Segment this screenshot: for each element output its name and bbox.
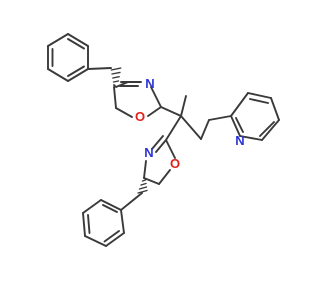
lower-phenyl-ring <box>82 199 125 247</box>
upper-oxygen-label: O <box>135 109 145 124</box>
upper-oxazoline-ring <box>113 81 162 118</box>
pyridine-nitrogen-label: N <box>235 133 244 148</box>
molecule-structure: N O N O N <box>47 33 280 247</box>
upper-benzyl-bond <box>87 67 112 70</box>
structure-canvas: N O N O N <box>47 33 280 247</box>
upper-hashed-bond <box>110 67 122 83</box>
upper-phenyl-ring <box>47 33 89 82</box>
upper-nitrogen-label: N <box>145 76 154 91</box>
lower-nitrogen-label: N <box>144 145 153 160</box>
lower-hashed-bond <box>137 179 148 194</box>
lower-oxazoline-ring <box>143 135 176 185</box>
pyridine-ring <box>200 92 280 141</box>
lower-benzyl-bond <box>120 192 143 211</box>
lower-oxygen-label: O <box>170 156 180 171</box>
central-carbon-bonds <box>160 95 202 141</box>
